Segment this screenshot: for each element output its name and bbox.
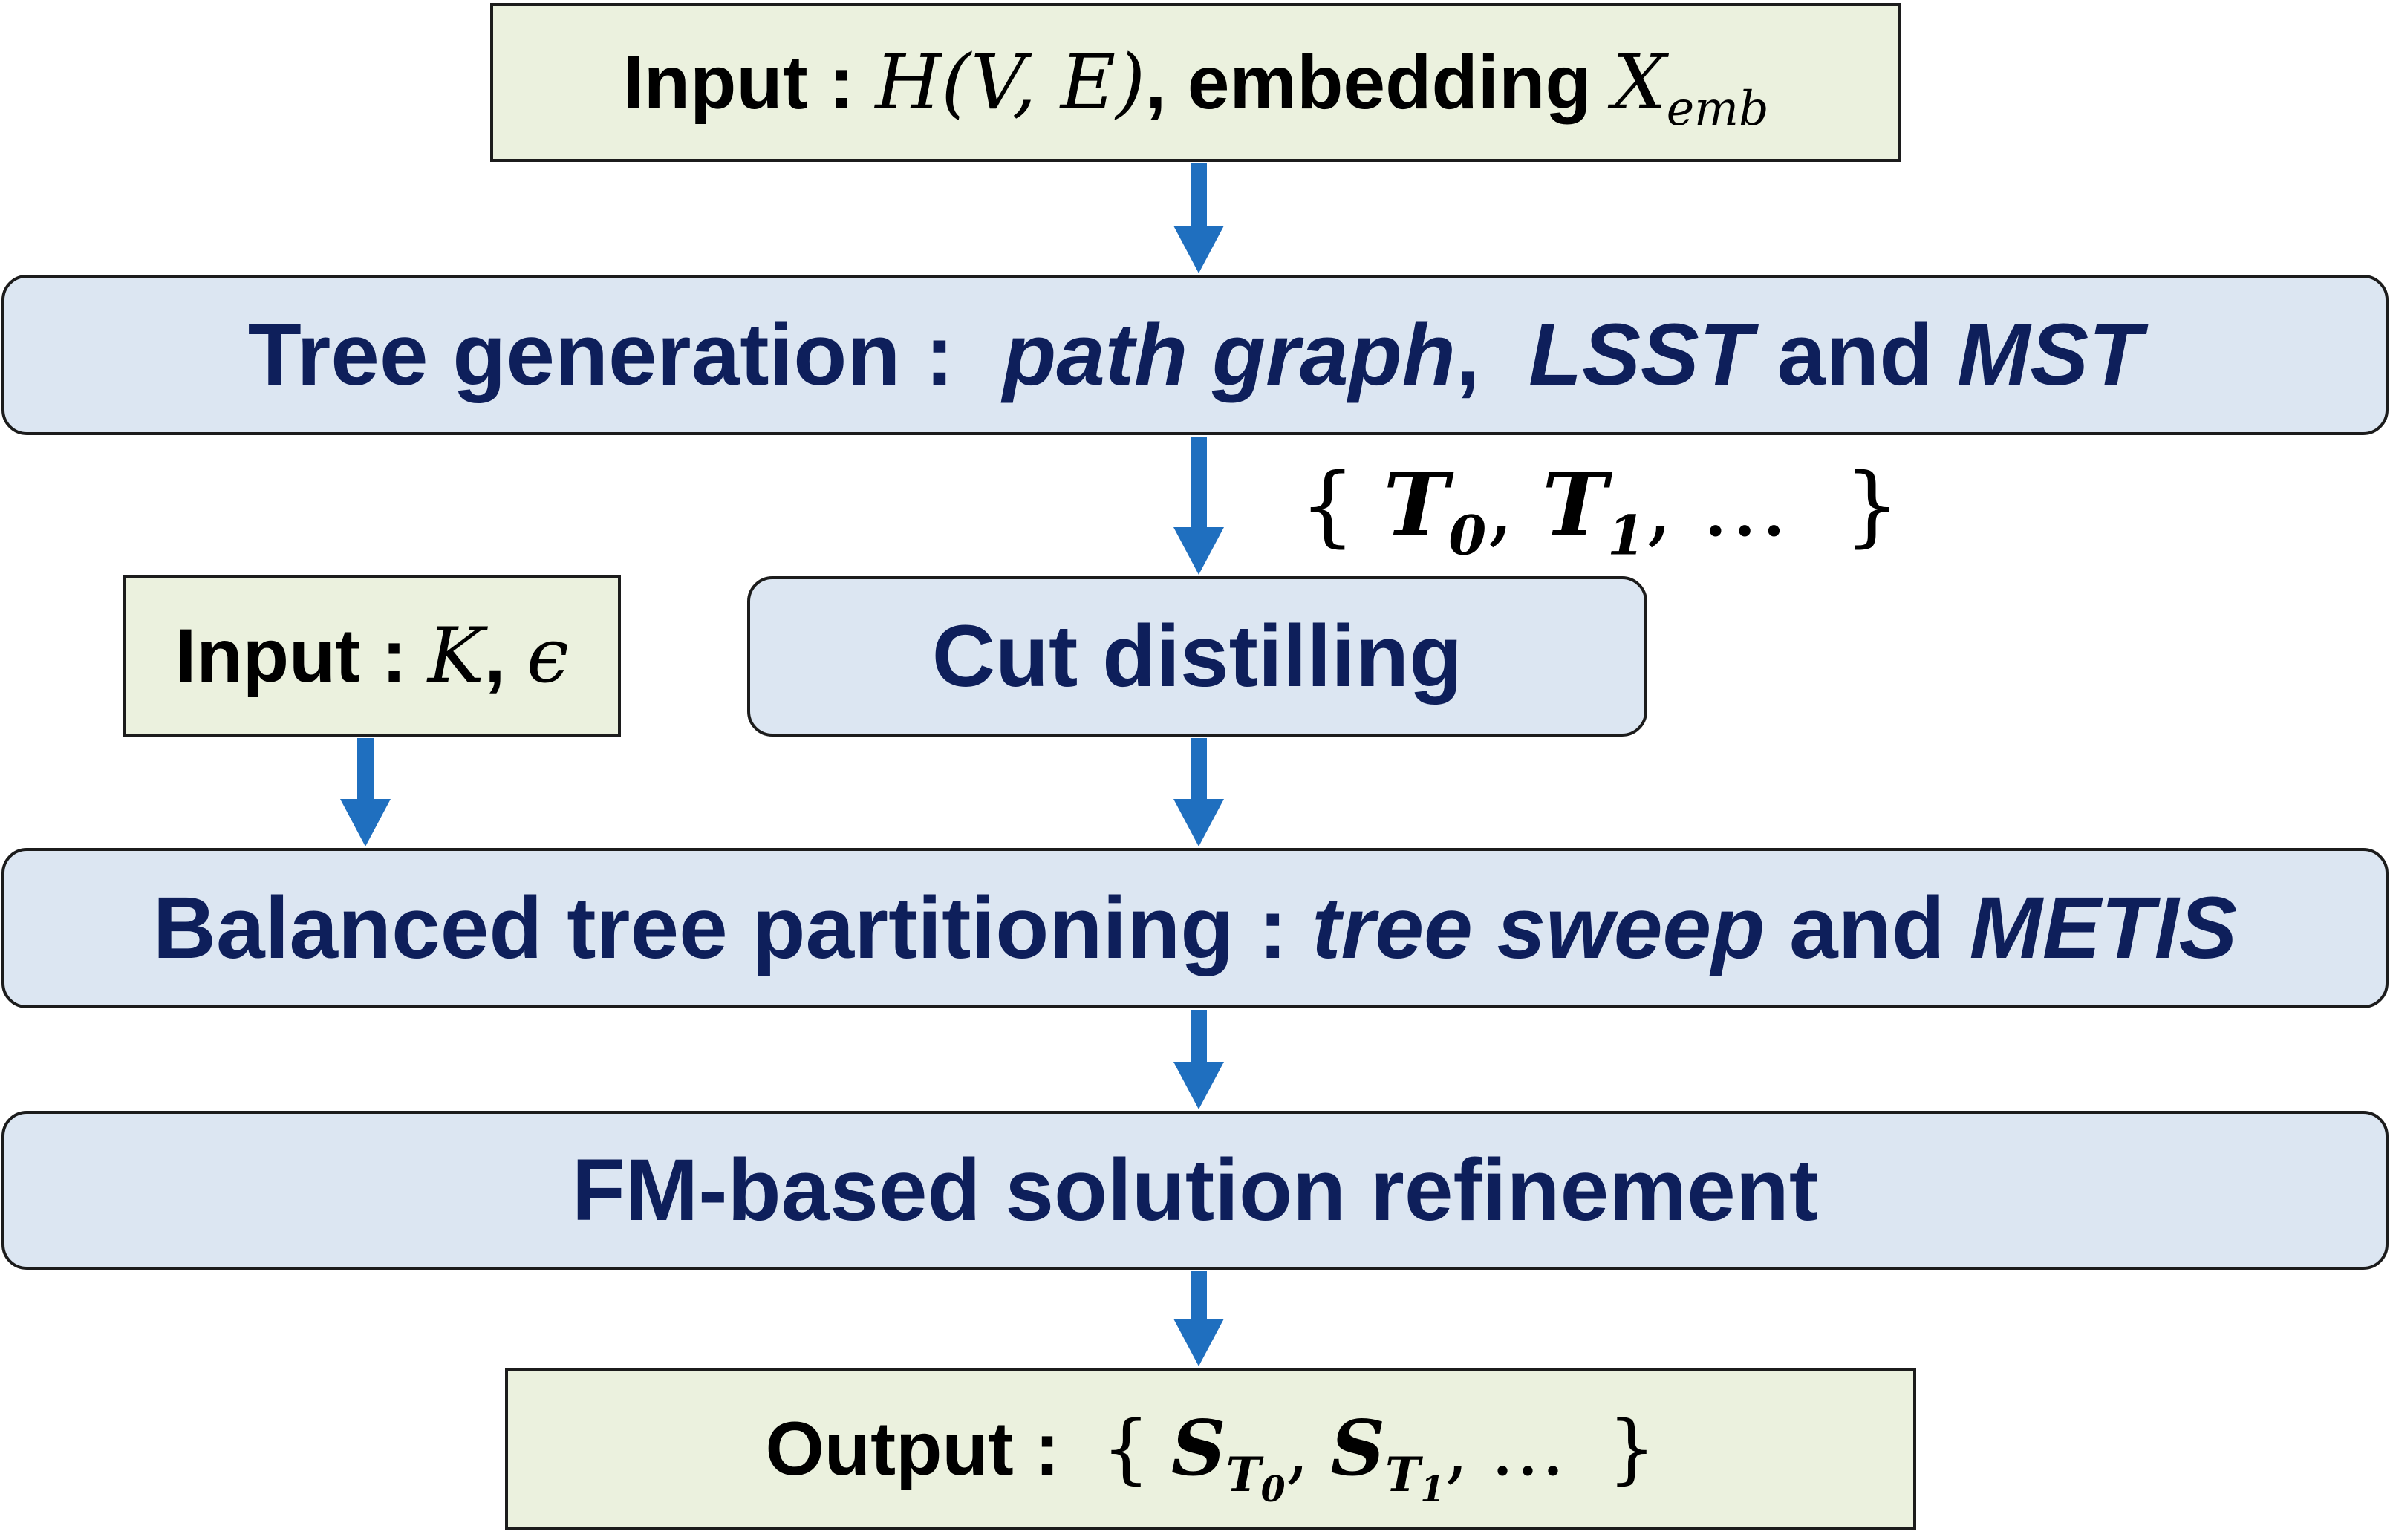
k-symbol: K xyxy=(427,611,485,700)
output-s-t1: ST1 xyxy=(1330,1404,1445,1511)
balanced-partitioning-box: Balanced tree partitioning : tree sweep … xyxy=(1,848,2389,1008)
input-params-label: Input : xyxy=(175,613,407,698)
epsilon-symbol: ϵ xyxy=(526,611,569,700)
refinement-box: FM-based solution refinement xyxy=(1,1111,2389,1270)
tree-set-open-brace: { xyxy=(1300,454,1356,556)
arrow-input-params-to-partitioning xyxy=(340,738,391,846)
tree-generation-comma: , xyxy=(1455,306,1480,404)
embedding-symbol: Xemb xyxy=(1612,38,1769,136)
arrow-refinement-to-output xyxy=(1173,1271,1224,1366)
output-box: Output : { ST0, ST1, … } xyxy=(505,1368,1916,1530)
output-label: Output : xyxy=(765,1406,1060,1491)
arrow-tree-generation-to-cut-distilling xyxy=(1173,437,1224,575)
method-tree-sweep: tree sweep xyxy=(1312,879,1765,977)
output-close-brace: } xyxy=(1607,1404,1656,1493)
balanced-partitioning-label: Balanced tree partitioning : xyxy=(152,879,1288,977)
method-path-graph: path graph xyxy=(1003,306,1456,404)
output-ellipsis: … xyxy=(1489,1404,1566,1493)
arrow-partitioning-to-refinement xyxy=(1173,1010,1224,1109)
output-s-t0: ST0 xyxy=(1171,1404,1286,1511)
output-open-brace: { xyxy=(1101,1404,1150,1493)
method-lsst: LSST xyxy=(1528,306,1753,404)
input-graph-separator: , xyxy=(1145,39,1167,125)
cut-distilling-box: Cut distilling xyxy=(747,576,1647,737)
input-graph-box: Input : H(V, E), embedding Xemb xyxy=(490,3,1901,162)
tree-t1: T1 xyxy=(1542,453,1646,568)
tree-set-ellipsis: … xyxy=(1701,454,1789,556)
input-params-box: Input : K, ϵ xyxy=(123,575,621,737)
tree-set-close-brace: } xyxy=(1844,454,1901,556)
tree-t0: T0 xyxy=(1383,453,1487,568)
tree-generation-label: Tree generation : xyxy=(247,306,954,404)
graph-symbol: H xyxy=(875,38,942,127)
tree-generation-box: Tree generation : path graph, LSST and M… xyxy=(1,275,2389,435)
graph-args: (V, E) xyxy=(941,38,1145,127)
arrow-cut-distilling-to-partitioning xyxy=(1173,738,1224,846)
method-mst: MST xyxy=(1957,306,2143,404)
arrow-input-to-tree-generation xyxy=(1173,163,1224,273)
balanced-partitioning-and: and xyxy=(1789,879,1945,977)
cut-distilling-label: Cut distilling xyxy=(931,607,1463,705)
embedding-text: embedding xyxy=(1187,39,1592,125)
tree-set-label: { T0, T1, … } xyxy=(1300,453,1901,568)
method-metis: METIS xyxy=(1969,879,2238,977)
tree-generation-and: and xyxy=(1777,306,1933,404)
embedding-subscript: emb xyxy=(1666,80,1769,136)
refinement-label: FM-based solution refinement xyxy=(571,1141,1819,1239)
input-graph-label: Input : xyxy=(622,39,854,125)
